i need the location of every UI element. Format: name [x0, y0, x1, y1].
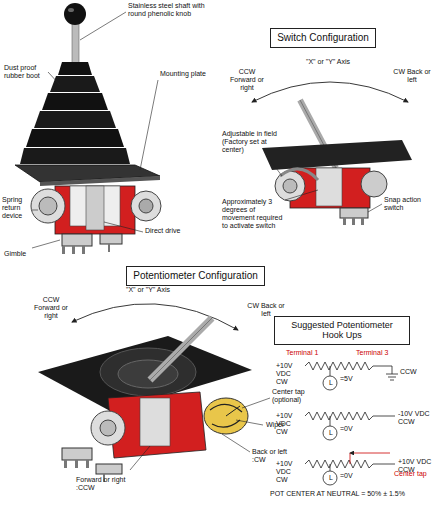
callout-label: Snap action switch: [384, 196, 434, 212]
callout-label: Adjustable in field (Factory set at cent…: [222, 130, 280, 154]
callout-label: =0V: [340, 472, 370, 480]
heading-box: Switch Configuration: [270, 28, 376, 48]
callout-label: Center tap: [394, 470, 434, 478]
callout-label: CCW Forward or right: [30, 296, 72, 320]
heading-text: Suggested Potentiometer Hook Ups: [281, 320, 403, 341]
callout-label: Direct drive: [145, 227, 195, 235]
heading-box: Potentiometer Configuration: [126, 266, 265, 286]
leader-lines: [270, 160, 382, 212]
callout-label: Dust proof rubber boot: [4, 64, 48, 80]
callout-label: Stainless steel shaft with round phenoli…: [128, 2, 214, 18]
callout-label: L: [327, 379, 335, 387]
callout-label: Forward or right :CCW: [76, 476, 136, 492]
callout-label: "X" or "Y" Axis: [298, 58, 358, 66]
leader-lines: [32, 12, 158, 248]
callout-label: L: [327, 429, 335, 437]
callout-label: "X" or "Y" Axis: [118, 286, 178, 294]
callout-label: CW Back or left: [244, 302, 288, 318]
callout-label: CCW Forward or right: [226, 68, 268, 92]
heading-text: Potentiometer Configuration: [133, 270, 258, 282]
callout-label: Center tap (optional): [272, 388, 328, 404]
switch-drawing: [252, 82, 412, 225]
callout-label: =0V: [340, 425, 370, 433]
callout-label: =5V: [340, 375, 370, 383]
callout-label: Approximately 3 degrees of movement requ…: [222, 198, 286, 230]
callout-label: CCW: [400, 368, 430, 376]
joystick-drawing: [15, 3, 161, 254]
callout-label: Terminal 3: [356, 349, 396, 357]
heading-text: Switch Configuration: [277, 32, 369, 44]
callout-label: +10V VDC CW: [276, 460, 302, 484]
callout-label: Mounting plate: [160, 70, 220, 78]
leader-lines: [130, 398, 270, 470]
callout-label: POT CENTER AT NEUTRAL = 50% ± 1.5%: [270, 490, 420, 498]
callout-label: Spring return device: [2, 196, 30, 220]
callout-label: Terminal 1: [286, 349, 326, 357]
potentiometer-drawing: [38, 304, 252, 482]
schematic: [305, 362, 398, 485]
callout-label: +10V VDC CW: [276, 362, 302, 386]
callout-label: CW Back or left: [390, 68, 434, 84]
callout-label: Gimble: [4, 250, 44, 258]
callout-label: L: [327, 474, 335, 482]
callout-label: -10V VDC CCW: [398, 410, 432, 426]
callout-label: +10V VDC CW: [276, 412, 302, 436]
heading-box: Suggested Potentiometer Hook Ups: [274, 316, 410, 345]
